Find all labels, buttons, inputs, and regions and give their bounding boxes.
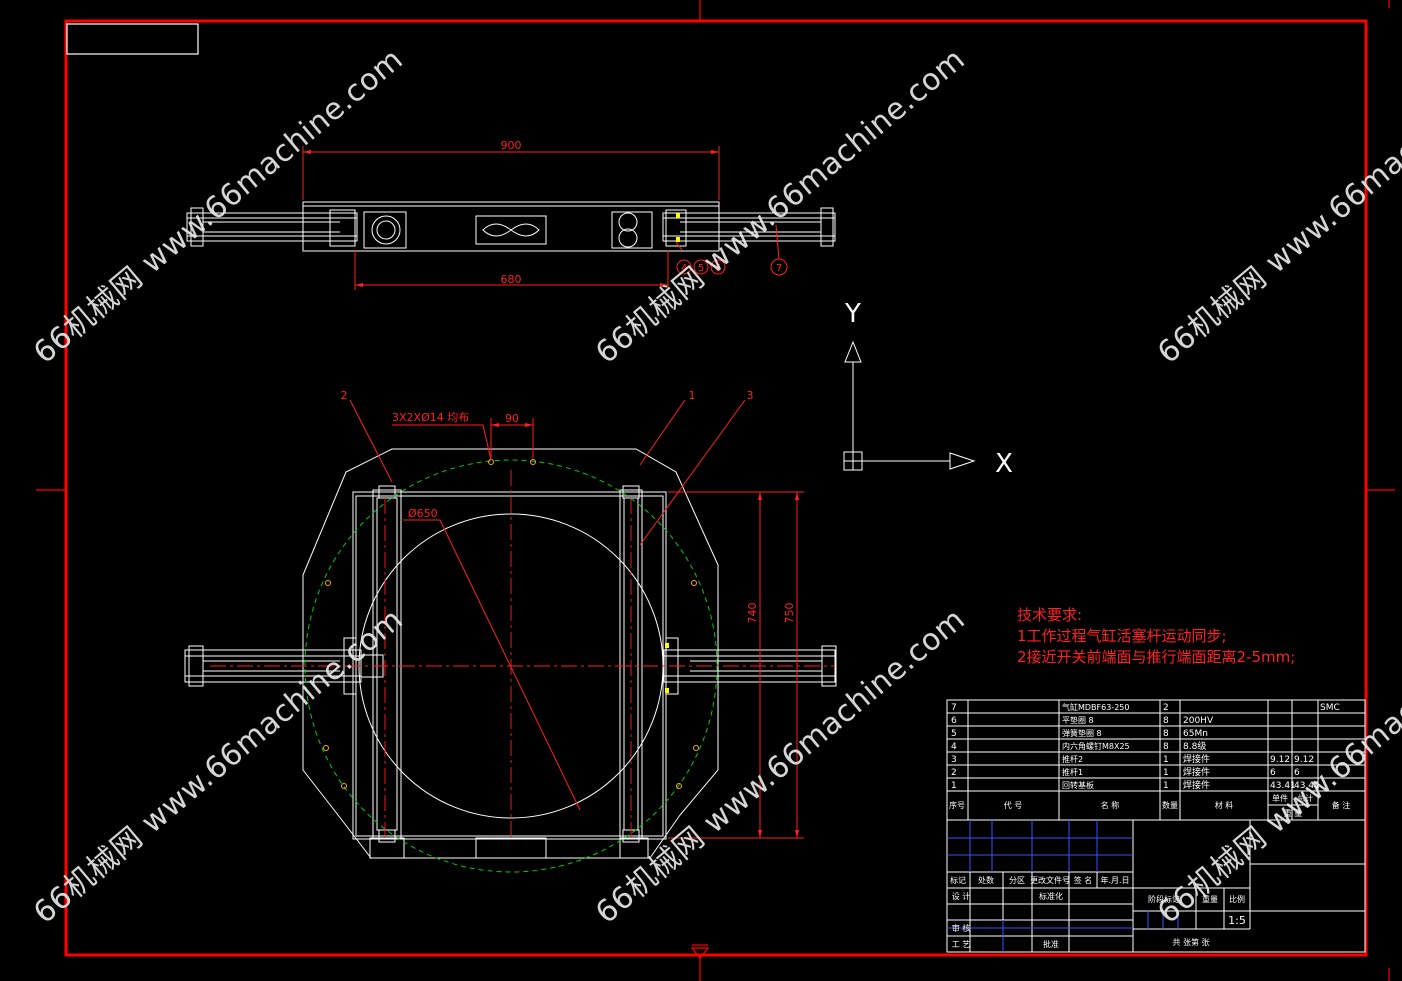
frame-center-marks	[36, 0, 1395, 981]
dim-680: 680	[501, 273, 522, 286]
leader-3: 3	[747, 389, 754, 402]
title-block-text: 标记 处数 分区 更改文件号 签 名 年.月.日 设 计 标准化 审 核 工 艺…	[950, 875, 1245, 949]
tech-item-1: 1工作过程气缸活塞杆运动同步;	[1017, 627, 1227, 645]
bom-cell-qty: 1	[1163, 768, 1169, 778]
bom-cell-no: 1	[951, 781, 957, 791]
bom-cell-unit: 43.41	[1270, 781, 1296, 791]
tb-design: 设 计	[952, 891, 971, 901]
tb-std: 标准化	[1039, 891, 1063, 901]
dim-740: 740	[746, 603, 759, 624]
bom-cell-material: 200HV	[1183, 716, 1214, 726]
bom-header-qty: 数量	[1162, 800, 1178, 810]
bom-header: 序号 代 号 名 称 数量 材 料 单件 总计 重 量 备 注	[949, 793, 1350, 818]
dim-900: 900	[501, 139, 522, 152]
bom-cell-qty: 1	[1163, 781, 1169, 791]
rev-header-mark: 标记	[950, 875, 966, 885]
main-view-sensors	[665, 643, 669, 693]
bom-cell-name: 推杆2	[1062, 754, 1083, 764]
bom-cell-name: 平垫圈 8	[1062, 715, 1094, 725]
rev-header-zone: 分区	[1009, 876, 1025, 885]
hole-note: 3X2XØ14 均布	[392, 411, 469, 424]
tb-weight: 重量	[1202, 894, 1218, 904]
rev-header-sign: 签 名	[1074, 875, 1093, 885]
bom-cell-no: 3	[951, 755, 957, 765]
bom-header-no: 序号	[949, 800, 965, 810]
bom-header-material: 材 料	[1215, 800, 1234, 810]
bom-cell-material: 焊接件	[1183, 753, 1210, 765]
bom-cell-total: 9.12	[1294, 755, 1314, 765]
main-view-dimensions	[349, 399, 804, 839]
bom-cell-qty: 8	[1163, 729, 1169, 739]
drawing-frame	[64, 19, 1368, 957]
top-view-dimensions	[302, 146, 788, 290]
rev-header-count: 处数	[978, 875, 994, 885]
bom-header-note: 备 注	[1332, 800, 1351, 810]
balloon-7: 7	[776, 263, 782, 274]
balloon-6: 6	[715, 263, 721, 274]
tb-sheets: 共 张第 张	[1172, 937, 1209, 947]
bom-cell-no: 4	[951, 742, 957, 752]
bom-cell-unit: 6	[1270, 768, 1276, 778]
bom-cell-material: 焊接件	[1183, 766, 1210, 778]
bom-header-unit: 单件	[1272, 793, 1288, 803]
tb-approve: 批准	[1043, 939, 1059, 949]
bom-cell-qty: 8	[1163, 716, 1169, 726]
top-view-sensors	[676, 213, 680, 242]
bom-cell-name: 推杆1	[1062, 767, 1083, 777]
bom-cell-material: 65Mn	[1183, 729, 1208, 739]
bom-table	[946, 699, 1366, 821]
main-view-arrows	[491, 423, 799, 838]
balloon-4: 4	[681, 263, 687, 274]
bom-cell-no: 7	[951, 703, 957, 713]
bom-cell-no: 2	[951, 768, 957, 778]
bom-rows: 7 气缸MDBF63-250 2 SMC 6 平垫圈 8 8 200HV 5 弹簧垫圈 8 8 65M…	[951, 702, 1340, 791]
leader-1: 1	[689, 389, 696, 402]
dim-90: 90	[505, 412, 519, 425]
ucs-icon	[843, 340, 976, 471]
bom-cell-no: 5	[951, 729, 957, 739]
tb-process: 工 艺	[952, 940, 971, 949]
rev-header-doc: 更改文件号	[1030, 875, 1070, 885]
bom-cell-material: 8.8级	[1183, 740, 1206, 752]
tech-title: 技术要求:	[1017, 606, 1082, 624]
tb-review: 审 核	[952, 923, 971, 933]
bom-cell-no: 6	[951, 716, 957, 726]
bom-cell-qty: 1	[1163, 755, 1169, 765]
main-view-centerlines	[210, 470, 835, 838]
top-view	[186, 201, 836, 252]
bom-cell-name: 气缸MDBF63-250	[1062, 702, 1130, 712]
axis-x-label: X	[995, 449, 1013, 479]
dim-650: Ø650	[408, 507, 438, 520]
bom-cell-name: 内六角螺钉M8X25	[1062, 741, 1130, 751]
title-block	[946, 819, 1366, 953]
rev-header-date: 年.月.日	[1100, 875, 1129, 885]
axis-y-label: Y	[844, 299, 861, 329]
bolt-holes	[323, 459, 699, 789]
tb-scale: 比例	[1229, 894, 1245, 904]
scale-value: 1:5	[1228, 914, 1246, 927]
leader-2: 2	[341, 389, 348, 402]
frame-corner-stamp-box	[66, 23, 199, 55]
title-block-blue-grid	[947, 820, 1179, 952]
bom-cell-material: 焊接件	[1183, 779, 1210, 791]
tb-stage: 阶段标记	[1148, 894, 1180, 904]
bom-cell-qty: 8	[1163, 742, 1169, 752]
bom-header-total: 总计	[1297, 793, 1313, 803]
bom-header-weight: 重 量	[1284, 808, 1303, 818]
bom-cell-unit: 9.12	[1270, 755, 1290, 765]
bom-cell-total: 43.41	[1294, 781, 1320, 791]
bom-cell-qty: 2	[1163, 703, 1169, 713]
bom-cell-note: SMC	[1320, 703, 1340, 713]
tech-item-2: 2接近开关前端面与推行端面距离2-5mm;	[1017, 648, 1295, 666]
bom-cell-total: 6	[1294, 768, 1300, 778]
dim-750: 750	[783, 603, 796, 624]
bom-cell-name: 回转基板	[1062, 780, 1094, 790]
top-view-arrows	[303, 150, 719, 287]
bom-cell-name: 弹簧垫圈 8	[1062, 728, 1102, 738]
balloon-5: 5	[698, 263, 704, 274]
bom-header-name: 名 称	[1101, 800, 1120, 810]
bom-header-code: 代 号	[1004, 800, 1023, 810]
